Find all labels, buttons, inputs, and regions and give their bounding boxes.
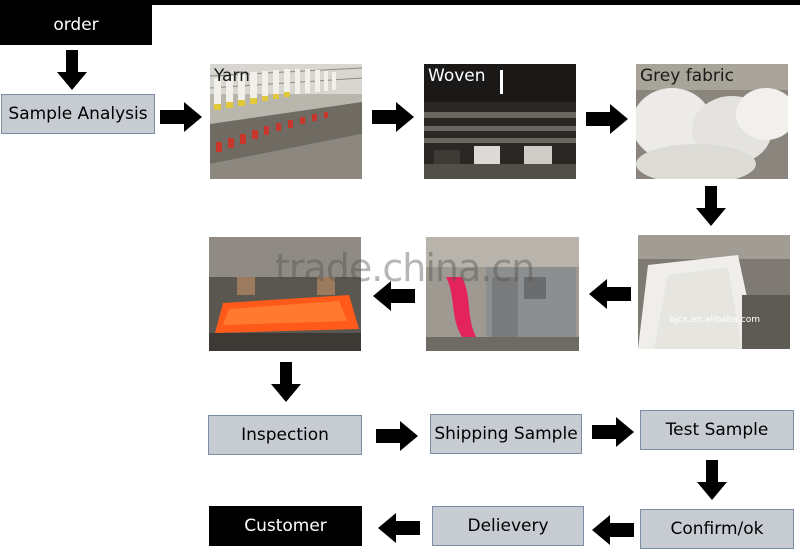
yarn-photo: Yarn (210, 64, 362, 179)
order-label: order (53, 15, 99, 35)
arrow-down-icon (271, 362, 301, 402)
inspection-box: Inspection (208, 415, 362, 455)
dyed-fabric-image (209, 237, 361, 351)
yarn-machine-image (210, 64, 362, 179)
finished-fabric-photo: bjcx.en.alibaba.com (638, 235, 790, 349)
finished-fabric-image (638, 235, 790, 349)
yarn-label: Yarn (214, 66, 250, 86)
shipping-sample-box: Shipping Sample (430, 414, 582, 454)
test-sample-box: Test Sample (640, 410, 794, 450)
confirm-box: Confirm/ok (640, 509, 794, 549)
arrow-down-icon (57, 50, 87, 90)
delievery-box: Delievery (432, 506, 584, 546)
arrow-right-icon (376, 421, 418, 451)
arrow-right-icon (586, 104, 628, 134)
arrow-right-icon (592, 417, 634, 447)
shipping-sample-label: Shipping Sample (434, 424, 578, 444)
grey-fabric-image (636, 64, 788, 179)
arrow-down-icon (696, 186, 726, 226)
dyed-fabric-photo (209, 237, 361, 351)
watermark: trade.china.cn (275, 246, 535, 290)
sample-analysis-label: Sample Analysis (8, 104, 148, 124)
sample-analysis-box: Sample Analysis (1, 94, 155, 134)
woven-photo: Woven (424, 64, 576, 179)
order-box: order (0, 5, 152, 45)
arrow-left-icon (589, 279, 631, 309)
woven-loom-image (424, 64, 576, 179)
arrow-right-icon (372, 102, 414, 132)
grey-fabric-label: Grey fabric (640, 66, 734, 86)
dyeing-machine-image (426, 237, 579, 351)
arrow-left-icon (373, 281, 415, 311)
arrow-left-icon (592, 515, 634, 545)
dyeing-machine-photo (426, 237, 579, 351)
customer-label: Customer (244, 516, 327, 536)
delievery-label: Delievery (467, 516, 549, 536)
arrow-right-icon (160, 102, 202, 132)
arrow-left-icon (378, 513, 420, 543)
grey-fabric-photo: Grey fabric (636, 64, 788, 179)
confirm-label: Confirm/ok (670, 519, 764, 539)
woven-label: Woven (428, 66, 486, 86)
customer-box: Customer (209, 506, 362, 546)
top-bar (0, 0, 800, 5)
test-sample-label: Test Sample (665, 420, 769, 440)
photo-caption: bjcx.en.alibaba.com (669, 315, 760, 325)
inspection-label: Inspection (241, 425, 329, 445)
arrow-down-icon (697, 460, 727, 500)
